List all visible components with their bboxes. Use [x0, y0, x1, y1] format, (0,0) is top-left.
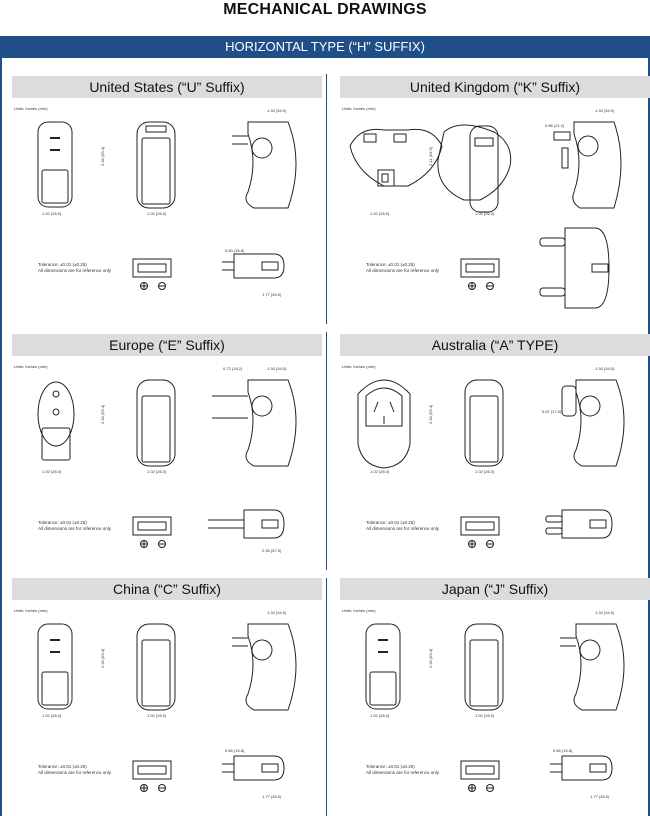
dim-width: 1.02 (26.0)	[475, 713, 495, 718]
panel-us: United States (“U” Suffix) Units: Inches…	[12, 76, 322, 316]
tolerance-note: Tolerance: ±0.01 (±0.25)All dimensions a…	[38, 262, 112, 273]
frame-left-rule	[0, 58, 2, 816]
dim-depth: 1.34 (34.0)	[267, 610, 287, 615]
dim-width: 1.02 (26.0)	[147, 713, 167, 718]
dim-width: 1.02 (26.0)	[370, 211, 390, 216]
panel-europe: Europe (“E” Suffix) Units: Inches (mm) 1…	[12, 334, 322, 574]
tolerance-note: Tolerance: ±0.01 (±0.25)All dimensions a…	[366, 262, 440, 273]
dim-depth: 1.34 (34.0)	[267, 108, 287, 113]
panel-china: China (“C” Suffix) Units: Inches (mm) 1.…	[12, 578, 322, 816]
dim-prong: 0.66 (16.8)	[553, 748, 573, 753]
section-banner: HORIZONTAL TYPE (“H” SUFFIX)	[0, 36, 650, 58]
tolerance-note: Tolerance: ±0.01 (±0.25)All dimensions a…	[366, 520, 440, 531]
tolerance-note: Tolerance: ±0.01 (±0.25)All dimensions a…	[38, 520, 112, 531]
uk-plug-drawing	[349, 121, 622, 309]
units-note: Units: Inches (mm)	[14, 608, 48, 613]
dim-depth: 1.34 (34.0)	[595, 108, 615, 113]
units-note: Units: Inches (mm)	[342, 364, 376, 369]
dim-depth: 1.34 (34.0)	[595, 610, 615, 615]
column-divider	[326, 578, 327, 816]
panel-heading: China (“C” Suffix)	[12, 578, 322, 600]
us-plug-drawing	[37, 121, 297, 290]
units-note: Units: Inches (mm)	[14, 364, 48, 369]
dim-width: 1.02 (26.0)	[370, 713, 390, 718]
tolerance-note: Tolerance: ±0.01 (±0.25)All dimensions a…	[366, 764, 440, 775]
japan-plug-drawing	[365, 623, 625, 792]
dim-prong: 0.72 (18.2)	[223, 366, 243, 371]
dim-depth: 1.34 (34.0)	[267, 366, 287, 371]
units-note: Units: Inches (mm)	[342, 608, 376, 613]
dim-prong: 0.86 (21.2)	[545, 123, 565, 128]
dim-prong: 0.66 (16.8)	[225, 748, 245, 753]
panel-japan: Japan (“J” Suffix) Units: Inches (mm) 1.…	[340, 578, 650, 816]
units-note: Units: Inches (mm)	[14, 106, 48, 111]
dim-depth: 1.34 (34.0)	[595, 366, 615, 371]
dim-width: 1.02 (26.0)	[42, 713, 62, 718]
frame-right-rule	[648, 58, 650, 816]
tolerance-note: Tolerance: ±0.01 (±0.25)All dimensions a…	[38, 764, 112, 775]
page-title: MECHANICAL DRAWINGS	[223, 1, 427, 18]
dim-length: 1.77 (45.0)	[262, 794, 282, 799]
dim-length: 1.77 (45.0)	[262, 292, 282, 297]
china-plug-drawing	[37, 623, 297, 792]
dim-width: 1.02 (26.0)	[42, 469, 62, 474]
panel-uk: United Kingdom (“K” Suffix) Units: Inche…	[340, 76, 650, 316]
dim-prong: 0.67 (17.0)	[542, 409, 562, 414]
column-divider	[326, 74, 327, 324]
panel-australia: Australia (“A” TYPE) Units: Inches (mm) …	[340, 334, 650, 574]
dim-length: 2.35 (57.5)	[262, 548, 282, 553]
panel-heading: Australia (“A” TYPE)	[340, 334, 650, 356]
panel-heading: Europe (“E” Suffix)	[12, 334, 322, 356]
dim-length: 1.77 (45.0)	[590, 794, 610, 799]
dim-width: 1.02 (26.0)	[147, 211, 167, 216]
dim-width: 1.02 (26.0)	[370, 469, 390, 474]
panel-heading: United Kingdom (“K” Suffix)	[340, 76, 650, 98]
dim-width: 1.02 (26.0)	[475, 211, 495, 216]
europe-plug-drawing	[37, 379, 297, 548]
column-divider	[326, 332, 327, 570]
dim-width: 1.02 (26.0)	[475, 469, 495, 474]
dim-width: 1.02 (26.0)	[42, 211, 62, 216]
panel-heading: Japan (“J” Suffix)	[340, 578, 650, 600]
units-note: Units: Inches (mm)	[342, 106, 376, 111]
dim-width: 1.02 (26.0)	[147, 469, 167, 474]
australia-plug-drawing	[357, 379, 625, 548]
dim-prong: 0.60 (16.8)	[225, 248, 245, 253]
panel-heading: United States (“U” Suffix)	[12, 76, 322, 98]
